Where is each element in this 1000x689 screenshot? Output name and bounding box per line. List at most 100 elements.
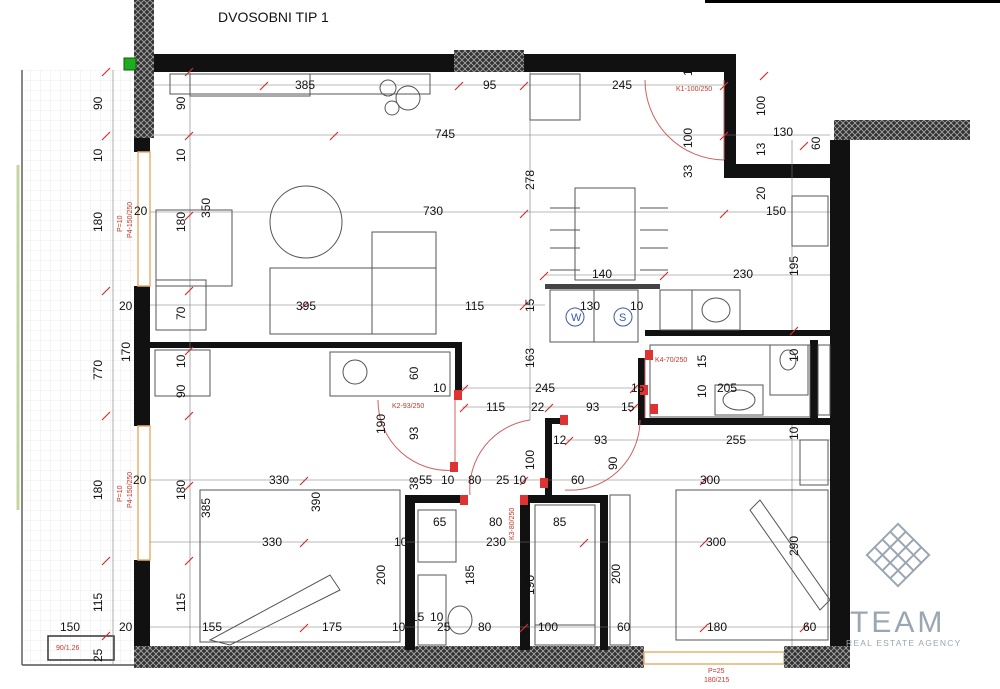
dim-label: 20 [134,204,148,218]
window-label-size: 180/215 [704,677,729,684]
dim-label: 10 [787,426,801,440]
dim-label: 25 [437,620,451,634]
dim-label: 33 [681,164,695,178]
dim-label: 180 [174,480,188,500]
dim-label: 300 [706,535,726,549]
team-logo: TEAM REAL ESTATE AGENCY [846,522,961,648]
logo-tagline: REAL ESTATE AGENCY [846,638,961,648]
logo-name: TEAM [850,606,945,639]
dim-label: 385 [295,78,315,92]
dim-label: 10 [392,620,406,634]
dim-label: 10 [787,348,801,362]
dim-label: 730 [423,204,443,218]
dim-label: 115 [174,593,188,612]
dim-label: 190 [374,414,388,434]
dim-label: 330 [262,535,282,549]
dim-label: 15 [631,381,645,395]
dim-label: 10 [433,381,447,395]
dim-label: 10 [513,473,527,487]
dim-label: 55 [419,473,433,487]
dim-label: 300 [700,473,720,487]
dim-label: 175 [322,620,342,634]
dim-label: 20 [133,473,147,487]
dim-label: 25 [91,648,105,662]
dim-label: 85 [553,515,567,529]
dim-label: 13 [754,142,768,156]
dim-label: 230 [486,535,506,549]
washer-symbol: W [571,312,582,324]
dim-label: 290 [787,536,801,556]
logo-mark-icon [865,522,931,588]
dim-label: 385 [199,498,213,518]
window-label-p4-bot: P4-150/250 [127,472,134,508]
door-label-k3: K3-80/250 [509,508,516,540]
dim-label: 390 [309,492,323,512]
dim-label: 93 [594,433,608,447]
dim-label: 60 [571,473,585,487]
dim-label: 10 [174,148,188,162]
walls [134,0,970,668]
dim-label: 65 [433,515,447,529]
top-edge-bar [705,0,1000,3]
dim-label: 15 [695,354,709,368]
dim-label: 185 [463,565,477,585]
vertical-dimensions: 90 10 180 20 770 170 20 180 115 25 90 10… [91,62,823,662]
dim-label: 60 [809,136,823,150]
dim-label: 95 [483,78,497,92]
window-label-p10-bot: P=10 [117,485,124,502]
dim-label: 278 [523,170,537,190]
dim-label: 12 [553,433,567,447]
dim-label: 10 [441,473,455,487]
dim-label: 115 [91,593,105,612]
door-label-k1: K1-100/250 [676,86,712,93]
dim-label: 230 [733,267,753,281]
dim-label: 100 [538,620,558,634]
dimension-lines [112,70,830,665]
dim-label: 20 [754,186,768,200]
dim-label: 245 [535,381,555,395]
dim-label: 115 [486,400,505,414]
dim-label: 12 [681,62,695,76]
dim-label: 22 [531,400,545,414]
dim-label: 395 [296,299,316,313]
balcony-drain [47,635,115,661]
dim-label: 770 [91,360,105,380]
dim-label: 245 [612,78,632,92]
dim-label: 93 [586,400,600,414]
dim-label: 180 [91,212,105,232]
dim-label: 150 [766,204,786,218]
dim-label: 15 [621,400,635,414]
dim-label: 190 [523,575,537,595]
dim-label: 20 [119,620,133,634]
dim-label: 100 [754,96,768,116]
plan-title: DVOSOBNI TIP 1 [218,9,329,25]
door-frames [450,350,658,505]
dim-label: 10 [630,299,644,313]
dim-label: 155 [202,620,222,634]
dimension-ticks [101,67,809,641]
dim-label: 180 [91,480,105,500]
dim-label: 10 [695,384,709,398]
door-label-k2: K2-93/250 [392,403,424,410]
door-label-k4: K4-70/250 [655,357,687,364]
dim-label: 60 [617,620,631,634]
marker-dot [123,57,137,71]
dim-label: 15 [523,298,537,312]
dim-label: 200 [609,564,623,584]
dim-label: 10 [174,354,188,368]
dim-label: 38 [407,476,421,490]
window-label-p10-top: P=10 [117,215,124,232]
dim-label: 90 [174,96,188,110]
dim-label: 15 [411,610,425,624]
dim-label: 180 [174,212,188,232]
dim-label: 163 [523,348,537,368]
dim-label: 130 [580,299,600,313]
dim-label: 20 [119,299,133,313]
dim-label: 100 [523,450,537,470]
left-windows [137,151,151,561]
dim-label: 130 [773,125,793,139]
balcony-label: 90/1.26 [56,645,79,652]
dim-label: 90 [606,456,620,470]
